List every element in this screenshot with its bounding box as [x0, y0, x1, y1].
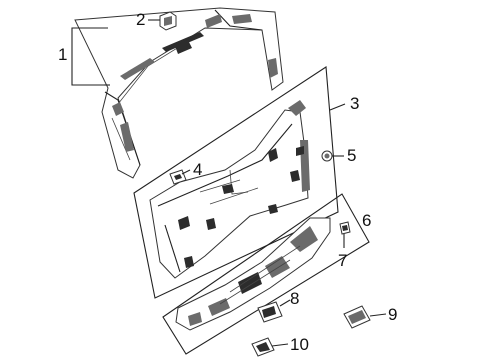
lower-trim-part — [175, 217, 331, 331]
handle-part-8 — [257, 301, 283, 323]
panel-outline-6 — [162, 193, 370, 355]
clip-part-7 — [339, 221, 351, 235]
callout-2: 2 — [136, 10, 145, 29]
callout-8: 8 — [290, 289, 299, 308]
callout-6: 6 — [362, 211, 371, 230]
callout-4: 4 — [193, 160, 202, 179]
lamp-part-9 — [343, 305, 371, 329]
bracket-part-10 — [251, 337, 275, 357]
grommet-part-5 — [321, 150, 333, 162]
leader-lines — [71, 19, 387, 347]
callout-3: 3 — [350, 94, 359, 113]
callout-9: 9 — [388, 305, 397, 324]
callout-7: 7 — [338, 251, 347, 270]
callout-10: 10 — [290, 335, 309, 354]
panel-outline-3 — [133, 66, 339, 299]
callout-5: 5 — [347, 146, 356, 165]
upper-trim-part — [74, 7, 284, 179]
callout-1: 1 — [58, 45, 67, 64]
main-trim-part — [149, 100, 310, 279]
clip-part-2 — [159, 11, 177, 31]
